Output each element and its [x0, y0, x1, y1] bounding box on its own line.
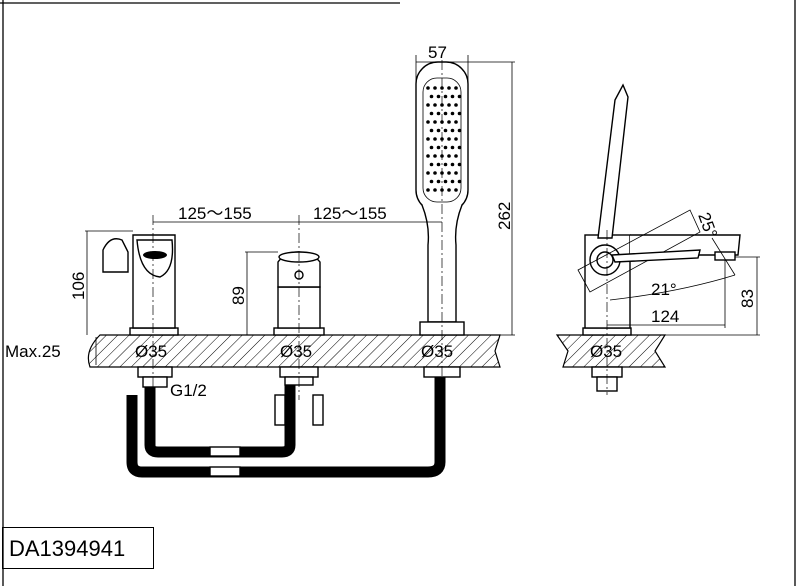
dimension-lines — [85, 55, 760, 365]
spray-nozzle-dot — [443, 145, 448, 150]
spray-nozzle-dot — [426, 137, 430, 141]
spray-nozzle-dot — [443, 162, 448, 167]
spray-nozzle-dot — [447, 86, 451, 90]
spray-nozzle-dot — [454, 171, 458, 175]
dim-handshower-height: 262 — [495, 202, 514, 230]
spray-nozzle-dot — [454, 188, 458, 192]
spray-nozzle-dot — [450, 162, 455, 167]
faucet-side-view — [577, 83, 741, 392]
spray-nozzle-dot — [447, 154, 451, 158]
dim-spout-height: 106 — [69, 272, 88, 300]
dim-spacing-2: 125～155 — [313, 204, 387, 223]
spray-nozzle-dot — [436, 145, 441, 150]
dim-spacing-1: 125～155 — [178, 204, 252, 223]
dim-deck-thickness: Max.25 — [5, 342, 61, 361]
spray-nozzle-dot — [426, 120, 430, 124]
spray-nozzle-dot — [447, 103, 451, 107]
spray-nozzle-dot — [433, 86, 437, 90]
spray-nozzle-dot — [443, 94, 448, 99]
spray-nozzle-dot — [436, 162, 441, 167]
spray-nozzle-dot — [426, 171, 430, 175]
model-number: DA1394941 — [9, 536, 126, 561]
dim-hole-3: Ø35 — [421, 342, 453, 361]
spray-nozzle-dot — [433, 154, 437, 158]
spray-nozzle-dot — [429, 162, 434, 167]
dim-hole-1: Ø35 — [135, 342, 167, 361]
spray-nozzle-dot — [443, 179, 448, 184]
spray-nozzle-dot — [450, 179, 455, 184]
dim-hole-2: Ø35 — [280, 342, 312, 361]
spray-nozzle-dot — [454, 103, 458, 107]
spray-nozzle-dot — [443, 128, 448, 133]
dim-hole-4: Ø35 — [590, 342, 622, 361]
spray-nozzle-dot — [450, 128, 455, 133]
spray-nozzle-dot — [447, 137, 451, 141]
spray-nozzle-dot — [457, 111, 462, 116]
deck-section-front — [87, 334, 501, 368]
spray-nozzle-dot — [436, 94, 441, 99]
spray-nozzle-dot — [426, 188, 430, 192]
spray-nozzle-dot — [429, 128, 434, 133]
spray-nozzle-dot — [426, 154, 430, 158]
dim-valve-height: 89 — [229, 286, 248, 305]
spray-nozzle-dot — [429, 179, 434, 184]
title-block: DA1394941 — [2, 527, 154, 569]
spray-nozzle-dot — [426, 103, 430, 107]
spray-nozzle-dot — [454, 86, 458, 90]
spray-nozzle-dot — [433, 103, 437, 107]
dim-handshower-width: 57 — [428, 43, 447, 62]
dim-connection: G1/2 — [170, 381, 207, 400]
hoses — [126, 372, 446, 478]
dim-side-height: 83 — [738, 289, 757, 308]
spray-nozzle-dot — [436, 111, 441, 116]
spray-nozzle-dot — [443, 111, 448, 116]
spray-nozzle-dot — [447, 171, 451, 175]
spray-nozzle-dot — [457, 128, 462, 133]
spray-nozzle-dot — [457, 179, 462, 184]
spray-nozzle-dot — [450, 111, 455, 116]
spray-nozzle-dot — [447, 188, 451, 192]
spray-nozzle-dot — [429, 111, 434, 116]
spray-nozzle-dot — [426, 86, 430, 90]
spray-nozzle-dot — [454, 137, 458, 141]
spray-nozzle-dot — [429, 145, 434, 150]
spray-nozzle-dot — [454, 120, 458, 124]
spray-nozzle-dot — [450, 94, 455, 99]
dim-spout-reach: 124 — [651, 307, 679, 326]
spray-nozzle-dot — [457, 94, 462, 99]
spray-nozzle-dot — [450, 145, 455, 150]
dim-spout-angle: 21° — [651, 280, 677, 299]
spray-nozzle-dot — [429, 94, 434, 99]
spray-nozzle-dot — [436, 179, 441, 184]
spout-front — [102, 234, 179, 388]
spray-nozzle-dot — [457, 145, 462, 150]
spray-nozzle-dot — [433, 137, 437, 141]
spray-nozzle-dot — [436, 128, 441, 133]
spray-nozzle-dot — [454, 154, 458, 158]
spray-nozzle-dot — [433, 171, 437, 175]
spray-nozzle-dot — [433, 188, 437, 192]
spray-nozzle-dot — [457, 162, 462, 167]
spray-nozzle-dot — [433, 120, 437, 124]
spray-nozzle-dot — [447, 120, 451, 124]
center-lines — [152, 60, 608, 400]
